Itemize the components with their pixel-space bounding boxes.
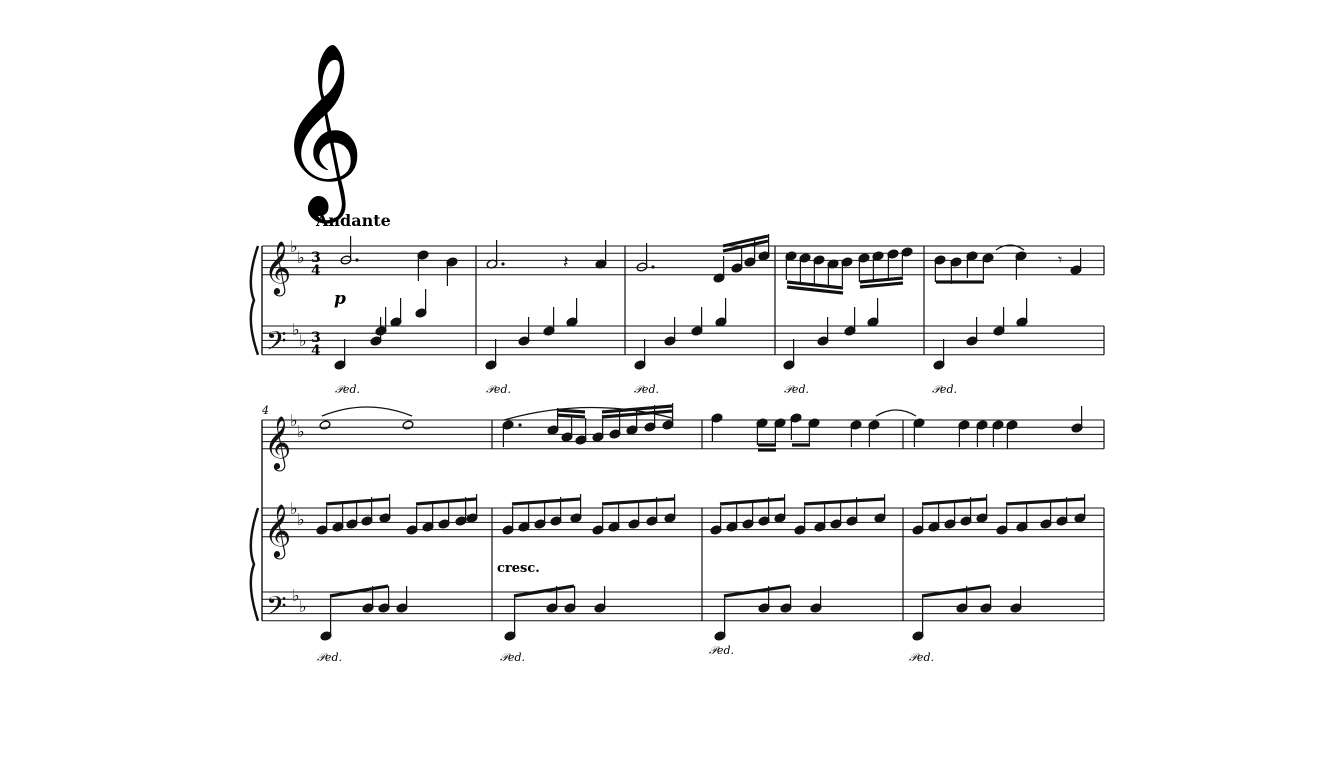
time-signature-top: 3 (311, 330, 321, 346)
beam (859, 276, 904, 284)
flat-sign: ♭ (299, 331, 307, 350)
note-head (319, 420, 331, 430)
notation-layer: 𝄞𝄢♭♭♭♭𝄽𝄾𝄞𝄞𝄢♭♭♭♭♭♭ (249, 234, 1105, 641)
flat-sign: ♭ (290, 237, 298, 256)
beam (722, 239, 769, 253)
flat-sign: ♭ (299, 597, 307, 616)
measure-number: 4 (261, 404, 269, 417)
beam (601, 497, 675, 506)
dot (501, 262, 505, 266)
beam (601, 404, 673, 414)
beam (786, 280, 844, 290)
beam (511, 497, 581, 506)
tempo-marking: Andante (315, 211, 391, 230)
beam (722, 234, 769, 248)
beam (556, 408, 586, 414)
beam (803, 497, 885, 506)
beam (719, 497, 785, 506)
pedal-mark: 𝒫ed. (932, 383, 957, 396)
beam (325, 497, 390, 506)
dot (355, 258, 359, 262)
pedal-mark: 𝒫ed. (634, 383, 659, 396)
time-signature-bottom: 4 (311, 343, 321, 359)
pedal-mark: 𝒫ed. (500, 651, 525, 664)
beam (513, 584, 575, 598)
crescendo-marking: cresc. (497, 561, 540, 576)
beam (329, 584, 389, 598)
pedal-mark: 𝒫ed. (335, 383, 360, 396)
rest: 𝄽 (563, 252, 569, 273)
beam (921, 497, 987, 506)
pedal-mark: 𝒫ed. (709, 644, 734, 657)
pedal-mark: 𝒫ed. (317, 651, 342, 664)
treble-clef-small: 𝄞 (264, 240, 291, 296)
time-signature-bottom: 4 (311, 263, 321, 279)
slur (875, 409, 917, 417)
dot (651, 265, 655, 269)
pedal-mark: 𝒫ed. (909, 651, 934, 664)
beam (859, 281, 904, 289)
dynamic-marking: p (334, 289, 346, 309)
beam (921, 584, 991, 598)
treble-clef-small: 𝄞 (264, 503, 291, 559)
slur (995, 244, 1025, 251)
treble-clef-small: 𝄞 (264, 415, 291, 471)
flat-sign: ♭ (290, 411, 298, 430)
pedal-mark: 𝒫ed. (784, 383, 809, 396)
dot (518, 423, 522, 427)
beam (556, 413, 586, 419)
beam (723, 584, 791, 598)
grand-staff-brace (249, 245, 260, 356)
pedal-mark: 𝒫ed. (486, 383, 511, 396)
beam (415, 497, 477, 506)
flat-sign: ♭ (297, 510, 305, 529)
beam (786, 285, 844, 295)
flat-sign: ♭ (292, 586, 300, 605)
treble-clef-icon: 𝄞 (276, 42, 365, 224)
note-head (402, 420, 414, 430)
flat-sign: ♭ (290, 499, 298, 518)
flat-sign: ♭ (297, 248, 305, 267)
time-signature-top: 3 (311, 250, 321, 266)
flat-sign: ♭ (292, 320, 300, 339)
beam (1005, 497, 1085, 506)
bass-clef: 𝄢 (266, 590, 287, 628)
slur (321, 406, 413, 417)
slur (503, 406, 673, 421)
flat-sign: ♭ (297, 422, 305, 441)
grand-staff-brace (249, 507, 260, 622)
bass-clef: 𝄢 (266, 325, 287, 363)
rest: 𝄾 (1058, 250, 1062, 269)
beam (601, 409, 673, 419)
